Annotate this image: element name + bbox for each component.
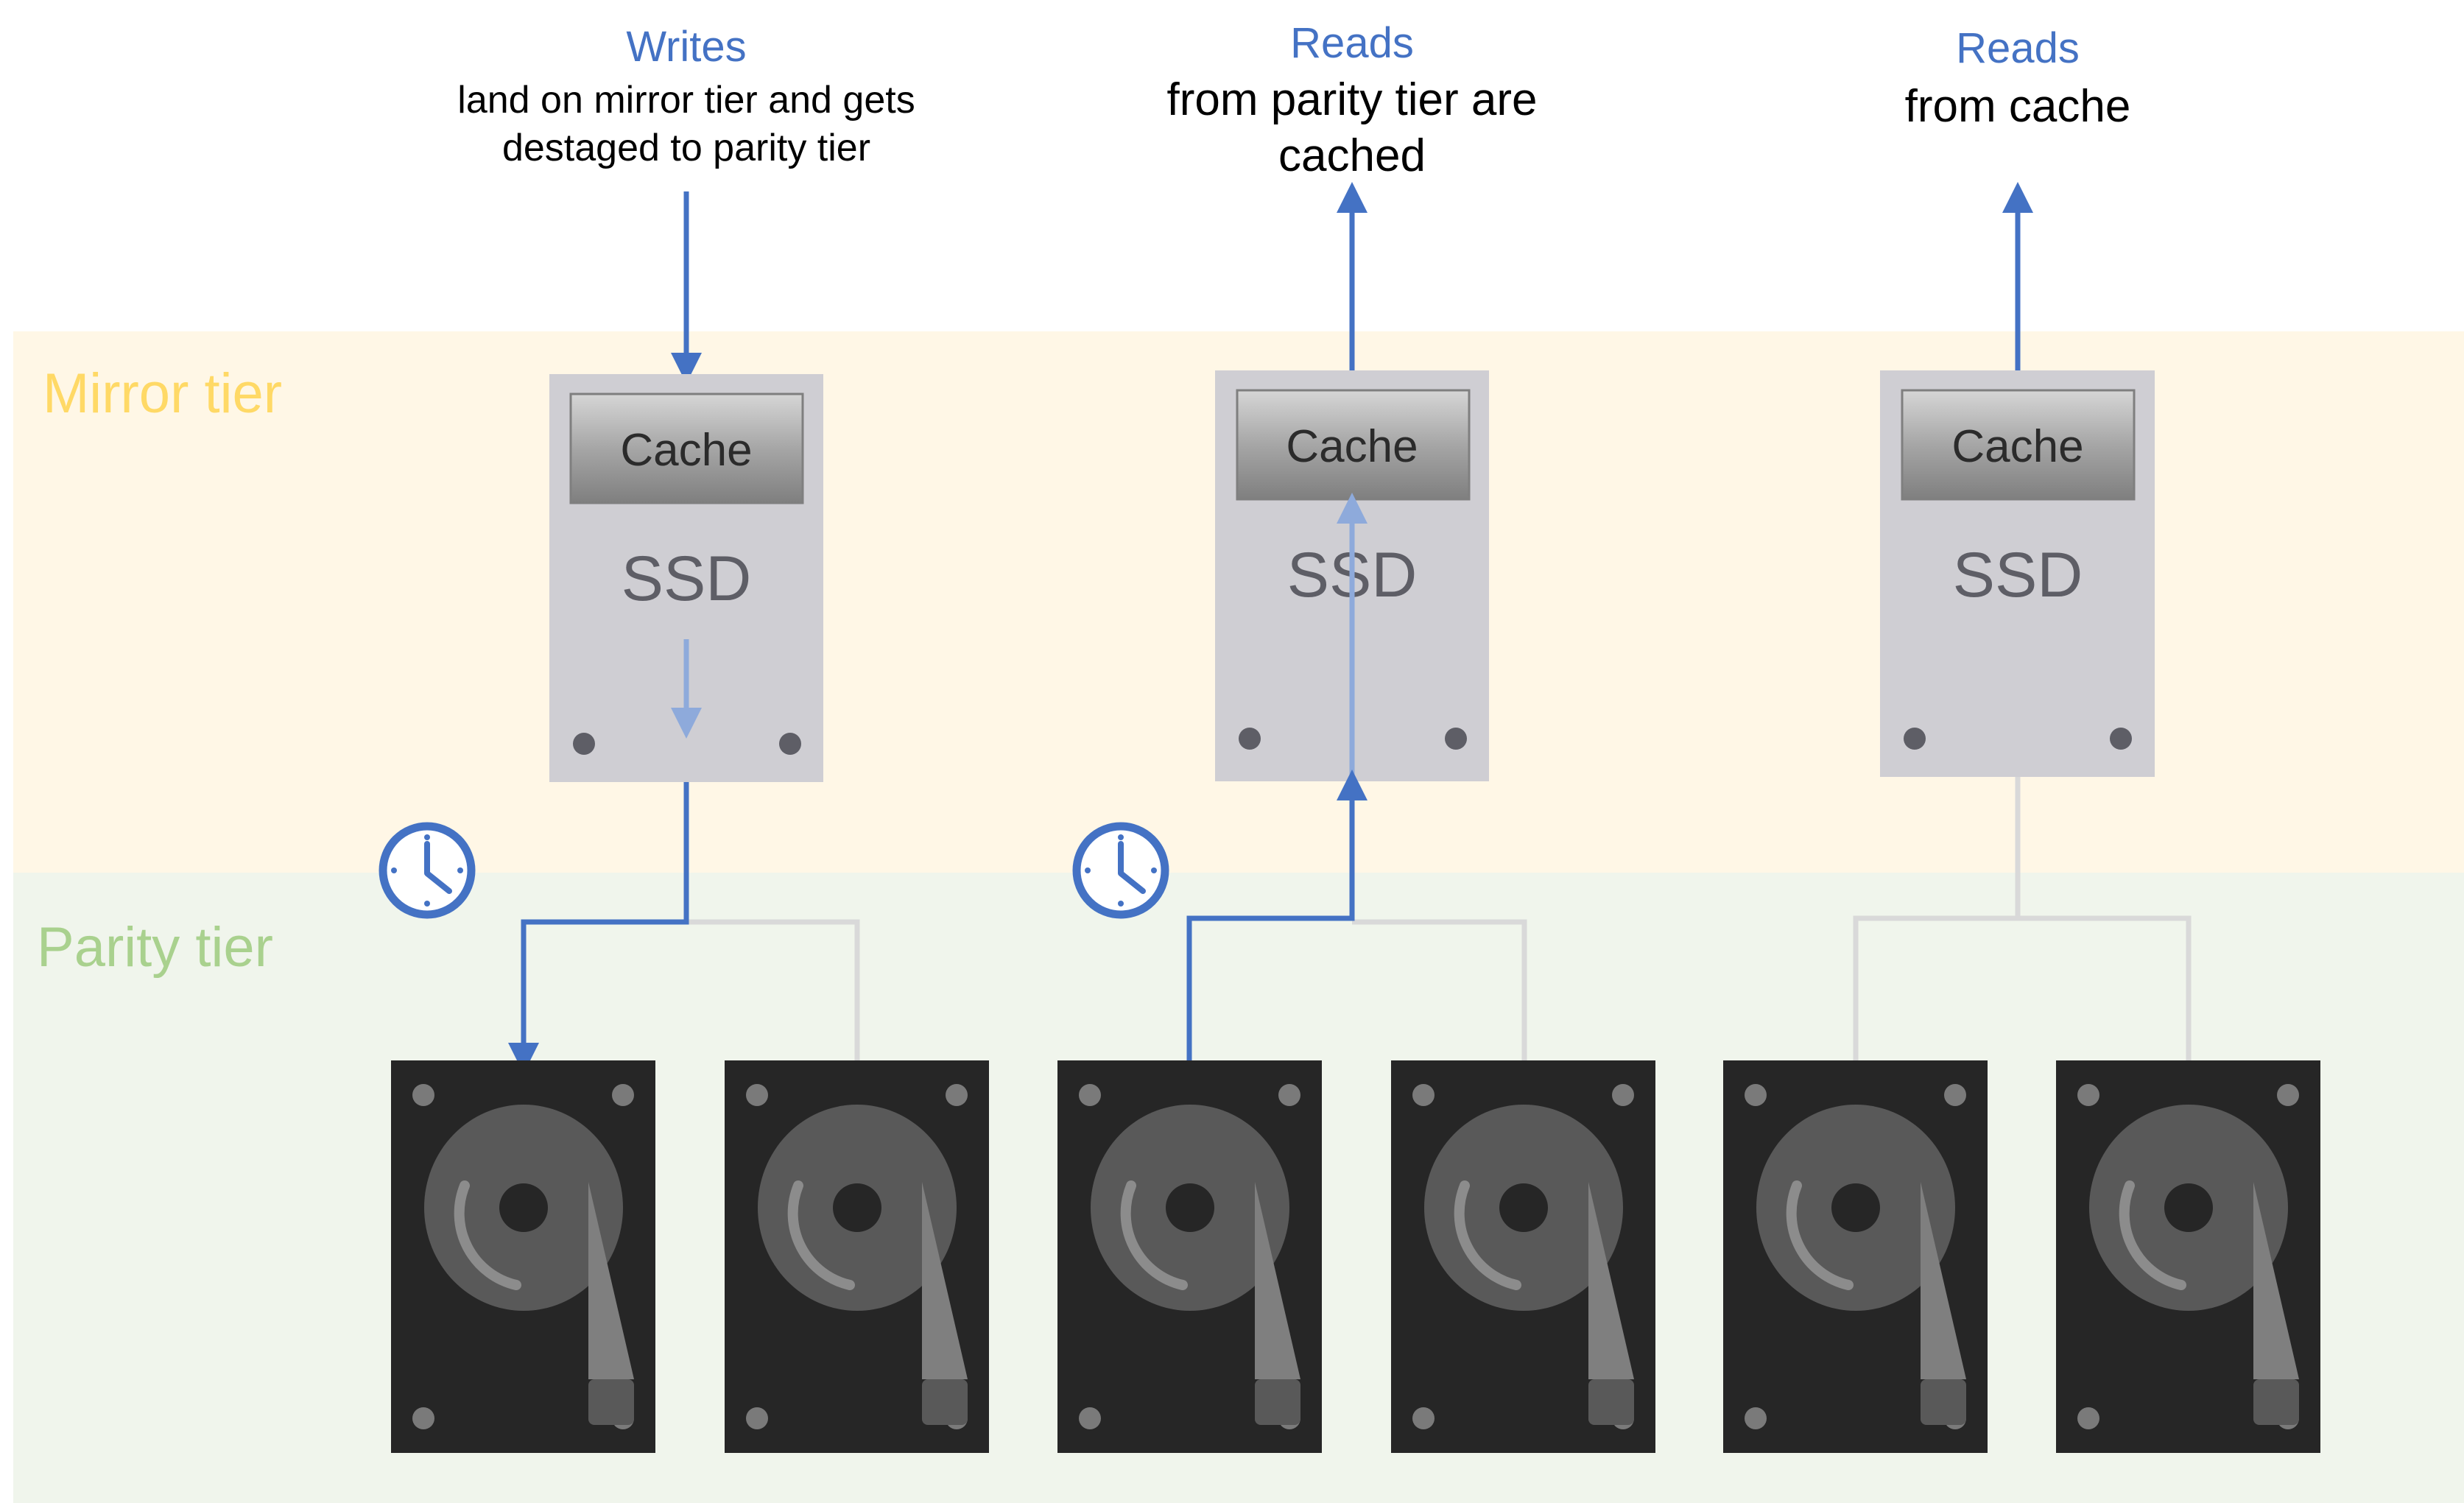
- hdd-row: [391, 1060, 2320, 1453]
- reads-parity-caption: Reads from parity tier are cached: [1166, 19, 1537, 181]
- ssd-label-1: SSD: [622, 543, 752, 614]
- cache-block-2: [1236, 389, 1471, 501]
- destage-path: [508, 782, 689, 1074]
- reads-cache-heading: Reads: [1956, 24, 2080, 72]
- reads-cache-caption: Reads from cache: [1905, 24, 2131, 132]
- writes-line-1: land on mirror tier and gets: [457, 79, 915, 122]
- clock-icon: [379, 822, 476, 919]
- ssd-2: Cache SSD: [1215, 370, 1489, 781]
- hard-drive-icon: [1391, 1060, 1655, 1453]
- hard-drive-icon: [1723, 1060, 1988, 1453]
- ssd-3: Cache SSD: [1880, 370, 2155, 777]
- cache-label-3: Cache: [1951, 421, 2083, 472]
- cache-label-1: Cache: [620, 425, 752, 476]
- cache-block-3: [1901, 389, 2136, 501]
- reads-parity-line-2: cached: [1278, 130, 1426, 181]
- mirror-tier-label: Mirror tier: [43, 362, 282, 425]
- ssd-1: Cache SSD: [549, 374, 823, 782]
- read-path: [1186, 770, 1367, 1060]
- reads-parity-heading: Reads: [1290, 19, 1414, 67]
- writes-line-2: destaged to parity tier: [502, 127, 870, 169]
- reads-parity-line-1: from parity tier are: [1166, 74, 1537, 125]
- hard-drive-icon: [2056, 1060, 2320, 1453]
- parity-tier-label: Parity tier: [37, 916, 273, 979]
- writes-heading: Writes: [626, 23, 746, 71]
- clock-icon: [1072, 822, 1169, 919]
- inactive-connectors: [686, 777, 2192, 1060]
- ssd-label-3: SSD: [1953, 540, 2083, 610]
- cache-label-2: Cache: [1286, 421, 1418, 472]
- cache-block-1: [569, 393, 804, 504]
- reads-cache-line-1: from cache: [1905, 81, 2131, 132]
- hard-drive-icon: [1057, 1060, 1322, 1453]
- hard-drive-icon: [391, 1060, 655, 1453]
- hard-drive-icon: [725, 1060, 989, 1453]
- writes-caption: Writes land on mirror tier and gets dest…: [457, 23, 915, 169]
